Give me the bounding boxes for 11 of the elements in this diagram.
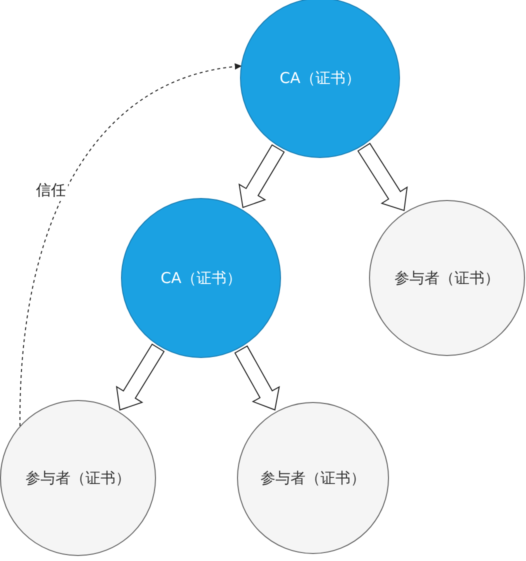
block-arrow: [357, 142, 408, 212]
block-arrow: [238, 144, 285, 208]
node-label: CA（证书）: [160, 268, 242, 288]
node-label: 参与者（证书）: [26, 468, 130, 488]
dashed-arrow: [20, 64, 242, 426]
block-arrow: [116, 344, 165, 411]
node-label: 参与者（证书）: [260, 468, 366, 488]
node-label: CA（证书）: [280, 68, 360, 88]
edge-label: 信任: [34, 180, 68, 201]
block-arrow: [234, 345, 280, 411]
node-label: 参与者（证书）: [394, 268, 500, 288]
